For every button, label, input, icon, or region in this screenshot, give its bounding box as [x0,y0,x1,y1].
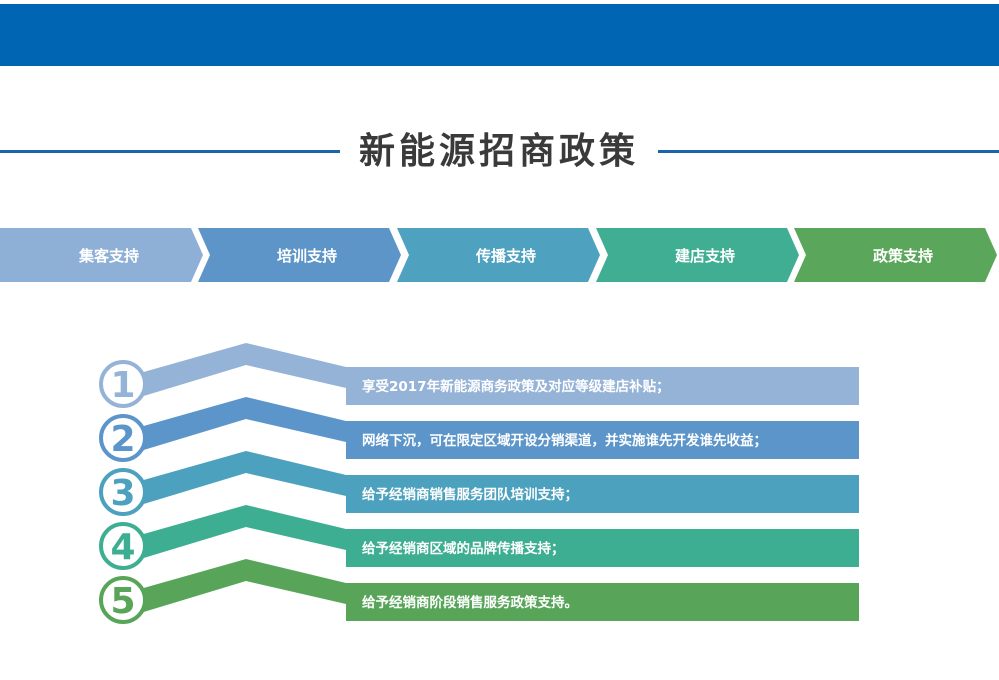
step-arrow-1 [0,228,203,282]
step-1: 集客支持 [0,228,206,282]
policy-bar-1 [346,367,859,405]
policy-chevron-3 [133,451,346,506]
number-label-2: 2 [110,419,135,460]
steps-arrows [0,228,997,282]
number-circle-3 [99,468,147,516]
policy-text-1: 享受2017年新能源商务政策及对应等级建店补贴； [362,379,670,395]
title-rule-right [658,150,999,153]
policy-text-5: 给予经销商阶段销售服务政策支持。 [362,595,578,611]
step-4: 建店支持 [596,228,802,282]
number-label-1: 1 [110,365,135,406]
policy-bar-3 [346,475,859,513]
step-arrow-2 [198,228,401,282]
step-label: 集客支持 [78,246,139,265]
step-label: 传播支持 [475,246,536,265]
page-title: 新能源招商政策 [358,131,639,172]
step-5: 政策支持 [794,228,999,282]
policy-bar-5 [346,583,859,621]
policy-bar-2 [346,421,859,459]
policy-chevron-4 [133,505,346,560]
policy-bar-4 [346,529,859,567]
step-arrow-4 [596,228,799,282]
policy-text-4: 给予经销商区域的品牌传播支持； [362,541,565,557]
policy-chevron-2 [133,397,346,452]
number-label-5: 5 [110,581,135,622]
step-2: 培训支持 [198,228,404,282]
policy-text-2: 网络下沉，可在限定区域开设分销渠道，并实施谁先开发谁先收益； [362,433,767,449]
title-rule-left [0,150,340,153]
header-bar [0,4,999,66]
policy-diagram: 1 2 3 4 5 [99,343,859,624]
step-label: 培训支持 [276,246,337,265]
number-circle-1 [99,360,147,408]
policy-chevron-1 [133,343,346,398]
policy-chevron-5 [133,559,346,614]
step-3: 传播支持 [397,228,603,282]
support-steps: 集客支持 培训支持 传播支持 建店支持 政策支持 [0,228,999,282]
step-arrow-5 [794,228,997,282]
number-circle-4 [99,522,147,570]
number-circle-2 [99,414,147,462]
number-circle-5 [99,576,147,624]
policy-text-3: 给予经销商销售服务团队培训支持； [362,487,578,503]
step-arrow-3 [397,228,600,282]
number-label-4: 4 [110,527,135,568]
step-label: 政策支持 [872,246,933,265]
number-label-3: 3 [110,473,135,514]
step-label: 建店支持 [674,246,735,265]
